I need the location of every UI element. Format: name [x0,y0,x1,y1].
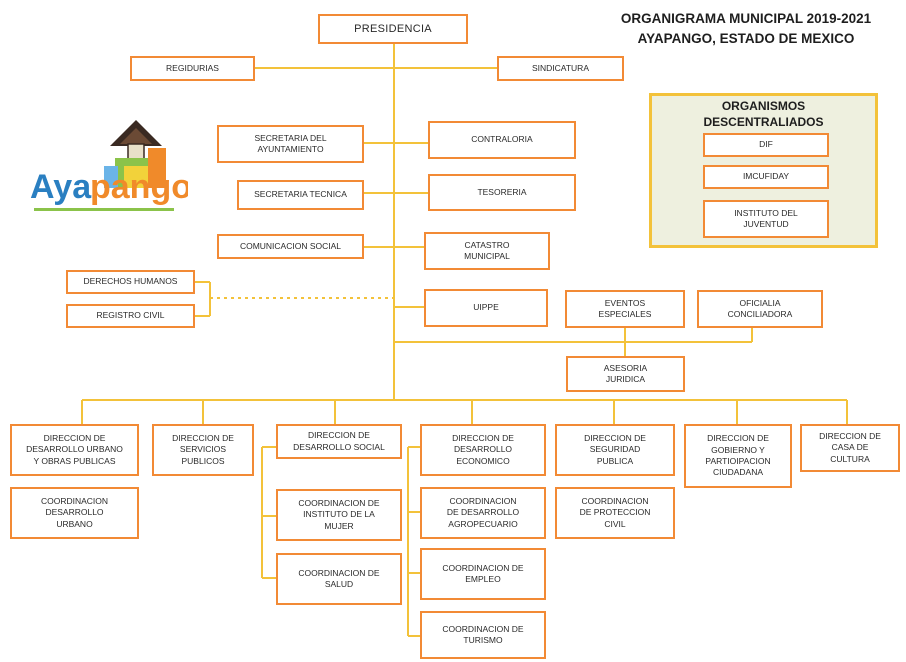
catastro-box: CATASTRO MUNICIPAL [424,232,550,270]
secretaria-ayuntamiento-box: SECRETARIA DEL AYUNTAMIENTO [217,125,364,163]
direccion-desarrollo-urbano-box: DIRECCION DE DESARROLLO URBANO Y OBRAS P… [10,424,139,476]
svg-text:Aya: Aya [30,168,92,206]
instituto-juventud-box: INSTITUTO DEL JUVENTUD [703,200,829,238]
coordinacion-desarrollo-urbano-box: COORDINACION DESARROLLO URBANO [10,487,139,539]
svg-text:pango: pango [90,168,188,206]
page-title: ORGANIGRAMA MUNICIPAL 2019-2021 AYAPANGO… [620,11,872,47]
coordinacion-empleo-box: COORDINACION DE EMPLEO [420,548,546,600]
secretaria-tecnica-box: SECRETARIA TECNICA [237,180,364,210]
eventos-especiales-box: EVENTOS ESPECIALES [565,290,685,328]
tesoreria-box: TESORERIA [428,174,576,211]
regidurias-box: REGIDURIAS [130,56,255,81]
dif-box: DIF [703,133,829,157]
derechos-humanos-box: DERECHOS HUMANOS [66,270,195,294]
municipal-logo-icon: Aya pango [28,118,192,226]
direccion-seguridad-publica-box: DIRECCION DE SEGURIDAD PUBLICA [555,424,675,476]
coordinacion-instituto-mujer-box: COORDINACION DE INSTITUTO DE LA MUJER [276,489,402,541]
comunicacion-social-box: COMUNICACION SOCIAL [217,234,364,259]
coordinacion-agropecuario-box: COORDINACION DE DESARROLLO AGROPECUARIO [420,487,546,539]
uippe-box: UIPPE [424,289,548,327]
registro-civil-box: REGISTRO CIVIL [66,304,195,328]
direccion-desarrollo-economico-box: DIRECCION DE DESARROLLO ECONOMICO [420,424,546,476]
contraloria-box: CONTRALORIA [428,121,576,159]
coordinacion-turismo-box: COORDINACION DE TURISMO [420,611,546,659]
presidencia-box: PRESIDENCIA [318,14,468,44]
organismos-panel: ORGANISMOS DESCENTRALIADOS DIF IMCUFIDAY… [649,93,878,248]
direccion-casa-cultura-box: DIRECCION DE CASA DE CULTURA [800,424,900,472]
coordinacion-proteccion-civil-box: COORDINACION DE PROTECCION CIVIL [555,487,675,539]
direccion-gobierno-box: DIRECCION DE GOBIERNO Y PARTIOIPACION CI… [684,424,792,488]
asesoria-juridica-box: ASESORIA JURIDICA [566,356,685,392]
direccion-servicios-publicos-box: DIRECCION DE SERVICIOS PUBLICOS [152,424,254,476]
oficialia-conciliadora-box: OFICIALIA CONCILIADORA [697,290,823,328]
coordinacion-salud-box: COORDINACION DE SALUD [276,553,402,605]
direccion-desarrollo-social-box: DIRECCION DE DESARROLLO SOCIAL [276,424,402,459]
sindicatura-box: SINDICATURA [497,56,624,81]
organismos-title: ORGANISMOS DESCENTRALIADOS [703,99,824,129]
imcufiday-box: IMCUFIDAY [703,165,829,189]
